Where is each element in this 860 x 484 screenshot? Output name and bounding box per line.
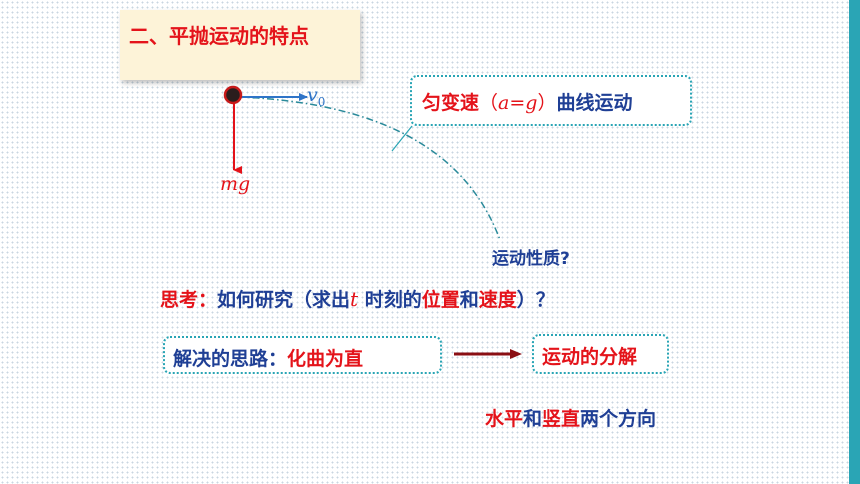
approach-box: 解决的思路：化曲为直 <box>163 336 442 374</box>
think-question: 思考：如何研究（求出t 时刻的位置和速度）？ <box>160 287 555 311</box>
mg-label: mg <box>220 173 251 195</box>
right-arrow-icon <box>454 349 522 359</box>
slide-title: 二、平抛运动的特点 <box>129 24 309 48</box>
method-box: 运动的分解 <box>532 334 669 374</box>
title-box: 二、平抛运动的特点 <box>120 10 360 80</box>
motion-type-callout: 匀变速（a=g）曲线运动 <box>410 75 692 126</box>
approach-text: 解决的思路：化曲为直 <box>173 348 364 370</box>
directions-text: 水平和竖直两个方向 <box>485 408 657 430</box>
method-text: 运动的分解 <box>542 346 638 368</box>
trajectory-curve <box>237 96 501 241</box>
v0-label: v0 <box>307 84 326 109</box>
motion-nature-question: 运动性质? <box>492 249 570 269</box>
right-accent-rail <box>849 0 860 484</box>
think-label: 思考： <box>160 289 218 311</box>
callout-pointer <box>391 125 413 152</box>
projectile-ball <box>223 85 243 105</box>
motion-type-text: 匀变速（a=g）曲线运动 <box>422 92 633 114</box>
